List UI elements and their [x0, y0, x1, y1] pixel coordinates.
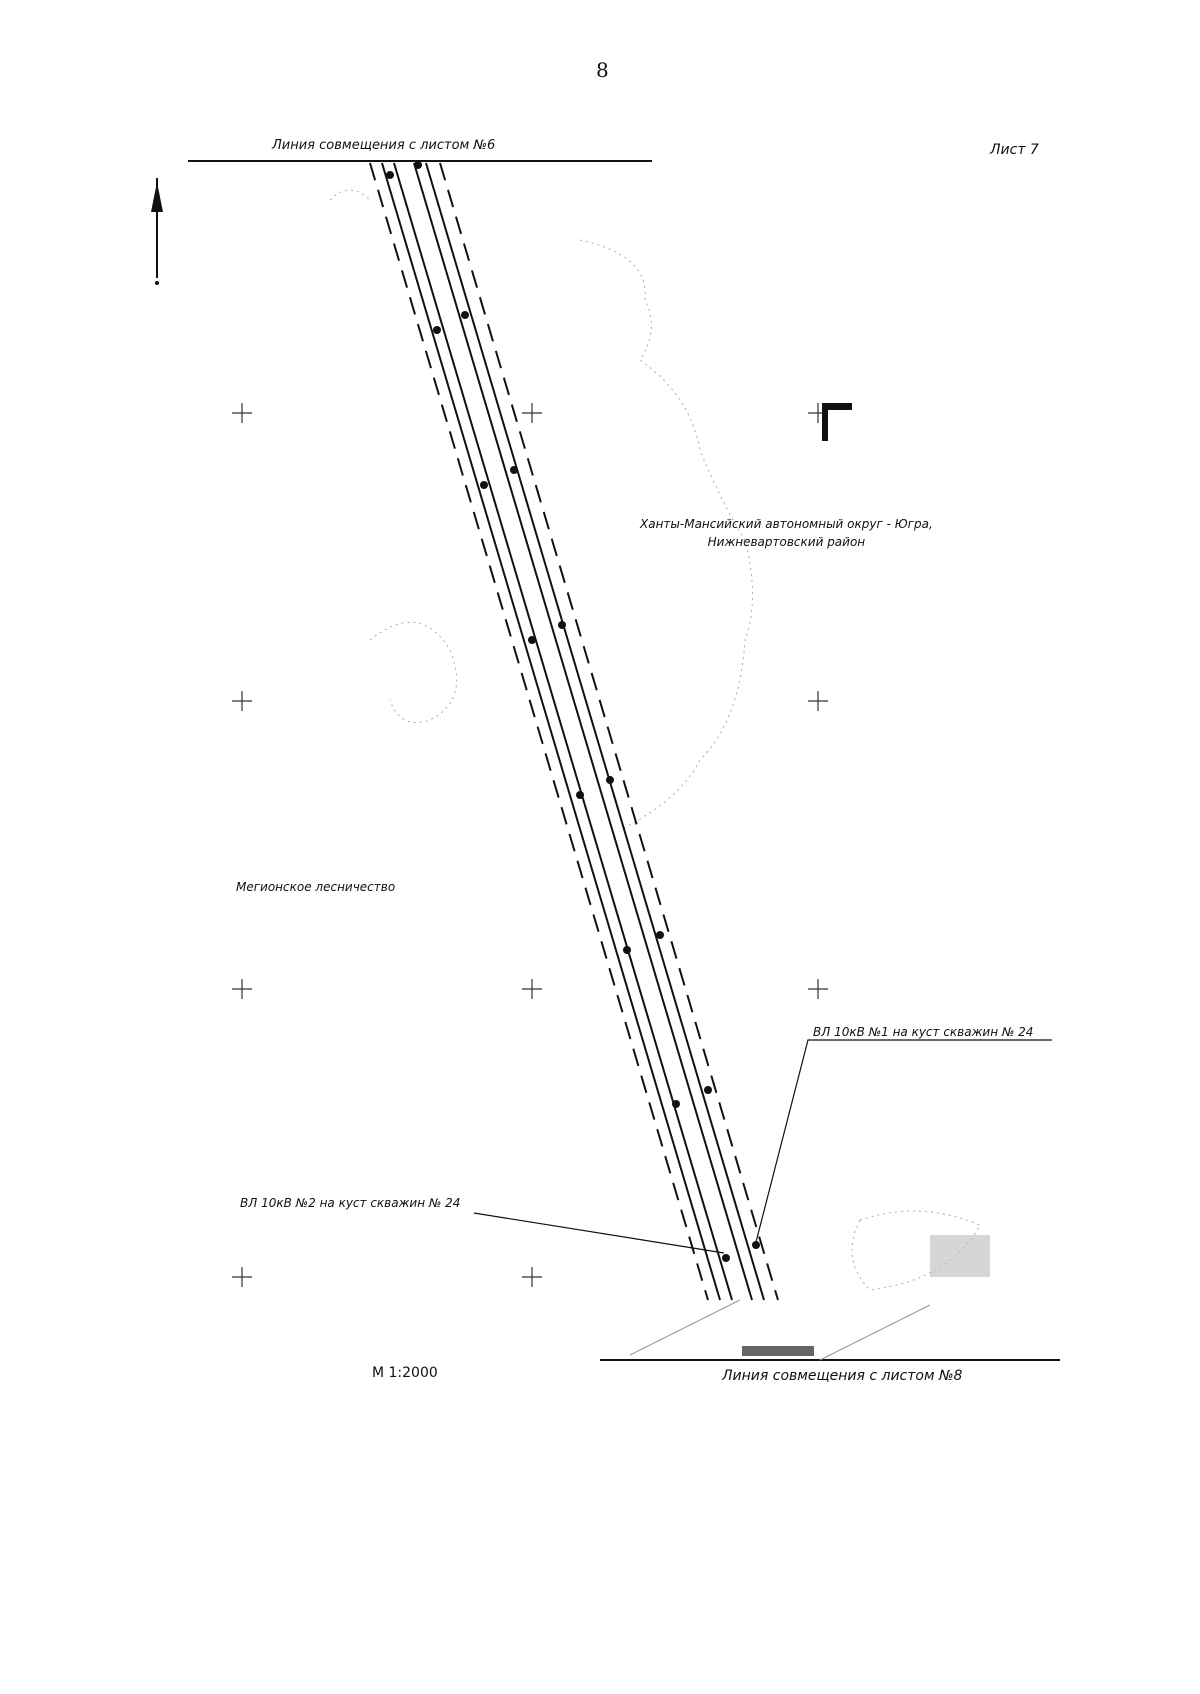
power-poles [386, 161, 760, 1262]
match-line-top-label: Линия совмещения с листом №6 [272, 138, 496, 153]
sheet-label: Лист 7 [990, 142, 1039, 158]
shaded-area [930, 1235, 990, 1277]
terminal-marker-icon [822, 403, 852, 441]
forestry-label: Мегионское лесничество [236, 880, 396, 894]
scale-label: М 1:2000 [372, 1365, 438, 1381]
page-number: 8 [596, 58, 609, 82]
power-line-conductors [381, 162, 765, 1301]
right-of-way-boundaries [369, 162, 779, 1301]
region-line-1: Ханты-Мансийский автономный округ - Югра… [640, 517, 933, 531]
region-label: Ханты-Мансийский автономный округ - Югра… [640, 515, 933, 551]
region-line-2: Нижневартовский район [707, 535, 866, 549]
leader-lines [473, 1039, 1052, 1254]
match-line-bottom-label: Линия совмещения с листом №8 [722, 1368, 963, 1384]
grid-crosses [232, 403, 828, 1287]
approach-lines [629, 1299, 931, 1361]
north-arrow-icon [151, 178, 163, 285]
power-line-2-label: ВЛ 10кВ №2 на куст скважин № 24 [240, 1196, 461, 1210]
power-line-1-label: ВЛ 10кВ №1 на куст скважин № 24 [813, 1025, 1034, 1039]
